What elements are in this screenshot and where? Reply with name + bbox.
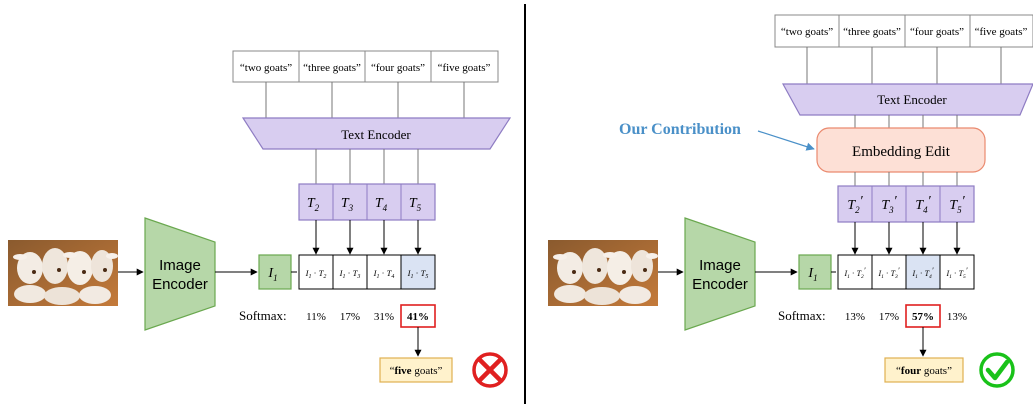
right-T-3: T5′ — [949, 194, 965, 215]
embedding-edit-label: Embedding Edit — [852, 144, 951, 160]
right-softmax-2: 57% — [912, 311, 934, 323]
left-softmax-3: 41% — [407, 311, 429, 323]
wrong-icon — [472, 352, 508, 388]
right-result-text: “four goats” — [896, 365, 952, 377]
left-image-embedding — [258, 254, 292, 290]
left-dot-products: I1 · T2 I1 · T3 I1 · T4 I1 · T5 — [298, 254, 436, 290]
right-dot-selected-cell — [905, 254, 941, 290]
left-image-encoder-line1: Image — [159, 257, 201, 274]
right-dot-products: I1 · T2′ I1 · T3′ I1 · T4′ I1 · T5′ — [837, 254, 975, 290]
left-T-2: T4 — [375, 196, 388, 213]
right-goat-image — [548, 240, 658, 306]
right-prompt-2: “four goats” — [910, 26, 964, 38]
left-text-embeddings: T2 T3 T4 T5 — [298, 183, 436, 221]
left-prompt-0: “two goats” — [240, 62, 292, 74]
left-prompt-3: “five goats” — [438, 62, 491, 74]
left-softmax-1: 17% — [340, 311, 360, 323]
our-contribution-label: Our Contribution — [619, 121, 741, 138]
embedding-edit-box — [816, 127, 986, 173]
right-dot-2: I1 · T4′ — [911, 266, 933, 280]
left-T-3: T5 — [409, 196, 422, 213]
right-prompts: “two goats” “three goats” “four goats” “… — [774, 14, 1033, 84]
right-text-embeddings: T2′ T3′ T4′ T5′ — [837, 185, 975, 223]
right-T-1: T3′ — [881, 194, 897, 215]
right-image-embedding — [798, 254, 832, 290]
left-T-0: T2 — [307, 196, 320, 213]
right-prompt-1: “three goats” — [843, 26, 901, 38]
left-result-box — [379, 357, 453, 383]
left-softmax-2: 31% — [374, 311, 394, 323]
left-softmax-0: 11% — [306, 311, 326, 323]
right-softmax-1: 17% — [879, 311, 899, 323]
left-dot-1: I1 · T3 — [339, 268, 361, 280]
left-T-1: T3 — [341, 196, 354, 213]
right-dot-3: I1 · T5′ — [945, 266, 967, 280]
right-text-encoder — [781, 83, 1033, 116]
left-dot-0: I1 · T2 — [305, 268, 327, 280]
right-image-encoder-line2: Encoder — [692, 276, 748, 293]
right-result-box — [884, 357, 964, 383]
left-panel: “two goats” “three goats” “four goats” “… — [8, 50, 512, 388]
left-text-encoder — [241, 117, 512, 150]
right-softmax-0: 13% — [845, 311, 865, 323]
right-image-encoder-line1: Image — [699, 257, 741, 274]
left-softmax-label: Softmax: — [239, 308, 287, 323]
left-image-encoder-line2: Encoder — [152, 276, 208, 293]
right-dot-1: I1 · T3′ — [877, 266, 899, 280]
left-image-encoder — [144, 217, 216, 331]
right-softmax-label: Softmax: — [778, 308, 826, 323]
left-prompts: “two goats” “three goats” “four goats” “… — [232, 50, 499, 118]
right-panel: “two goats” “three goats” “four goats” “… — [548, 14, 1033, 388]
left-dot-3: I1 · T5 — [407, 268, 429, 280]
left-dot-2: I1 · T4 — [373, 268, 395, 280]
right-prompt-row — [774, 14, 1033, 48]
correct-icon — [979, 352, 1015, 388]
right-softmax-3: 13% — [947, 311, 967, 323]
right-image-encoder — [684, 217, 756, 331]
right-prompt-3: “five goats” — [975, 26, 1028, 38]
contribution-arrow — [757, 130, 815, 151]
left-text-encoder-label: Text Encoder — [341, 127, 411, 142]
right-I1: I1 — [807, 266, 817, 283]
left-I1: I1 — [267, 266, 277, 283]
left-prompt-1: “three goats” — [303, 62, 361, 74]
right-T-0: T2′ — [847, 194, 863, 215]
left-prompt-2: “four goats” — [371, 62, 425, 74]
left-dot-selected-cell — [400, 254, 436, 290]
right-T-2: T4′ — [915, 194, 931, 215]
right-text-encoder-label: Text Encoder — [877, 92, 947, 107]
right-prompt-0: “two goats” — [781, 26, 833, 38]
left-result-text: “five goats” — [390, 365, 443, 377]
left-goat-image — [8, 240, 118, 306]
right-dot-0: I1 · T2′ — [843, 266, 865, 280]
